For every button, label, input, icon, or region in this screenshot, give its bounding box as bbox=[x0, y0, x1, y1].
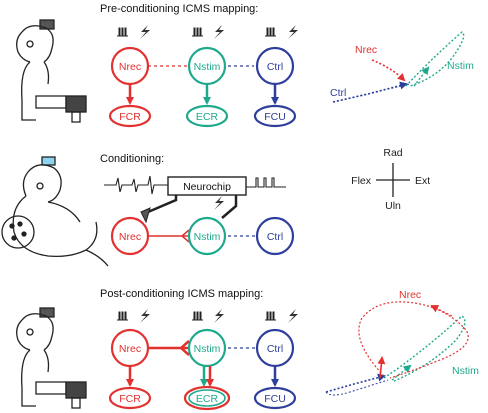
stim-pulse-icon bbox=[116, 311, 129, 321]
nstim-label: Nstim bbox=[194, 61, 221, 73]
fcr-muscle bbox=[108, 386, 152, 410]
neurochip-box bbox=[167, 176, 247, 196]
conditioning-section-title: Conditioning: bbox=[100, 153, 164, 165]
nrec-label: Nrec bbox=[119, 61, 141, 73]
ecr-muscle bbox=[188, 389, 226, 407]
pre-ctrl-traj-label: Ctrl bbox=[330, 87, 346, 99]
lightning-icon bbox=[140, 25, 150, 39]
recorded-spikes-trace bbox=[104, 175, 168, 195]
lightning-icon bbox=[288, 25, 298, 39]
neurochip-label: Neurochip bbox=[183, 181, 231, 193]
stim-pulse-icon bbox=[191, 311, 204, 321]
direction-compass: Rad Uln Flex Ext bbox=[351, 147, 430, 212]
monkey-conditioning-illustration bbox=[1, 156, 109, 267]
compass-flex-label: Flex bbox=[351, 175, 372, 187]
compass-uln-label: Uln bbox=[385, 200, 401, 212]
ecr-muscle bbox=[185, 104, 229, 128]
ctrl-neuron bbox=[255, 216, 295, 256]
fcr-label: FCR bbox=[119, 393, 141, 405]
post-nstim-traj-label: Nstim bbox=[452, 365, 479, 377]
pre-trajectories: Nrec Nstim Ctrl bbox=[330, 31, 474, 103]
pre-circuit: Nrec Nstim Ctrl FCR ECR FCU bbox=[108, 25, 298, 128]
lightning-icon bbox=[140, 309, 150, 323]
conditioning-circuit: Neurochip Nrec Nstim Ctrl bbox=[104, 175, 295, 256]
nrec-neuron bbox=[110, 216, 150, 256]
stim-pulses-trace bbox=[246, 177, 286, 188]
fcu-muscle bbox=[253, 104, 297, 128]
ctrl-label: Ctrl bbox=[267, 61, 283, 73]
ctrl-label: Ctrl bbox=[267, 343, 283, 355]
post-circuit: Nrec Nstim Ctrl FCR ECR FCU bbox=[108, 309, 298, 411]
stim-pulse-icon bbox=[191, 27, 204, 37]
compass-ext-label: Ext bbox=[415, 175, 430, 187]
fcu-label: FCU bbox=[264, 393, 286, 405]
nstim-label: Nstim bbox=[194, 231, 221, 243]
nrec-label: Nrec bbox=[119, 231, 141, 243]
ecr-label: ECR bbox=[196, 393, 219, 405]
pre-nstim-traj-label: Nstim bbox=[447, 60, 474, 72]
fcr-label: FCR bbox=[119, 111, 141, 123]
nstim-neuron bbox=[187, 328, 227, 368]
fcr-muscle bbox=[108, 104, 152, 128]
lightning-icon bbox=[214, 25, 224, 39]
nrec-label: Nrec bbox=[119, 343, 141, 355]
lightning-icon bbox=[214, 309, 224, 323]
fcu-label: FCU bbox=[264, 111, 286, 123]
stim-pulse-icon bbox=[116, 27, 129, 37]
post-nrec-traj-label: Nrec bbox=[399, 289, 421, 301]
ecr-label: ECR bbox=[196, 111, 219, 123]
lightning-icon bbox=[214, 196, 224, 210]
lightning-icon bbox=[288, 309, 298, 323]
stim-pulse-icon bbox=[264, 311, 277, 321]
ctrl-label: Ctrl bbox=[267, 231, 283, 243]
pre-section-title: Pre-conditioning ICMS mapping: bbox=[100, 3, 258, 15]
compass-rad-label: Rad bbox=[383, 147, 402, 159]
monkey-pre-illustration bbox=[16, 19, 87, 123]
recording-electrode-icon bbox=[140, 207, 151, 224]
nstim-neuron bbox=[187, 216, 227, 256]
post-section-title: Post-conditioning ICMS mapping: bbox=[100, 288, 263, 300]
fcu-muscle bbox=[253, 386, 297, 410]
pre-nrec-traj-label: Nrec bbox=[355, 44, 377, 56]
monkey-post-illustration bbox=[16, 307, 87, 409]
post-trajectories: Nrec Nstim bbox=[325, 289, 479, 396]
stim-pulse-icon bbox=[264, 27, 277, 37]
nstim-label: Nstim bbox=[194, 343, 221, 355]
